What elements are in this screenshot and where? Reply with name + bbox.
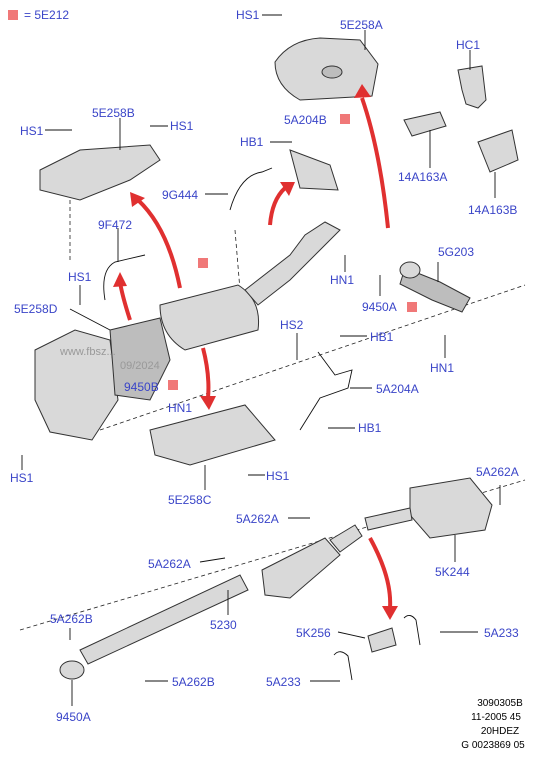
clamp-5a233-left (333, 651, 353, 681)
marker-5e212 (340, 114, 350, 124)
arrow-to-5k256 (368, 537, 393, 609)
catalytic-converter (159, 284, 260, 351)
floor-line-lower (19, 479, 526, 631)
label-5k244: 5K244 (435, 565, 470, 579)
label-5e258b: 5E258B (92, 106, 135, 120)
watermark-line2: 09/2024 (120, 360, 160, 372)
label-5e258d: 5E258D (14, 302, 58, 316)
label-hs1: HS1 (236, 8, 260, 22)
footer-line4: G 0023869 05 (461, 740, 525, 751)
arrow-to-5a204b (268, 186, 287, 226)
heat-shield-5e258b (39, 144, 161, 201)
label-5a262a: 5A262A (476, 465, 519, 479)
label-hn1: HN1 (168, 401, 193, 415)
label-9f472: 9F472 (98, 218, 133, 232)
label-5k256: 5K256 (296, 626, 331, 640)
label-hs2: HS2 (280, 318, 304, 332)
footer-line2: 11-2005 45 (471, 712, 521, 723)
heat-shield-5e258d (34, 329, 119, 441)
arrow-head (113, 272, 127, 287)
label-5e258c: 5E258C (168, 493, 212, 507)
bracket-5a204b (289, 149, 339, 191)
middle-muffler (261, 537, 341, 599)
gasket-9450a-bottom (59, 660, 85, 680)
arrow-to-5e258c (201, 347, 211, 399)
flex-pipe-5g203 (399, 267, 471, 313)
rear-muffler-5k244 (409, 477, 493, 539)
bracket-5a204a (299, 351, 353, 431)
label-14a163b: 14A163B (468, 203, 518, 217)
label-5a204a: 5A204A (376, 382, 419, 396)
label-5a262b: 5A262B (50, 612, 93, 626)
legend-marker (8, 10, 18, 20)
leader (337, 631, 366, 639)
label-hs1: HS1 (20, 124, 44, 138)
sensor-9g444 (229, 167, 273, 211)
label-5e258a: 5E258A (340, 18, 383, 32)
sensor-9f472 (103, 254, 146, 301)
heat-shield-5e258c (149, 404, 276, 466)
label-9g444: 9G444 (162, 188, 199, 202)
bracket-14a163a (403, 111, 447, 137)
arrow-to-5e258a (360, 97, 390, 229)
arrow-head (130, 192, 145, 207)
label-hs1: HS1 (170, 119, 194, 133)
label-14a163a: 14A163A (398, 170, 448, 184)
arrow-to-5e258b (136, 198, 182, 289)
leader (199, 557, 226, 563)
label-hb1: HB1 (358, 421, 382, 435)
label-hn1: HN1 (430, 361, 455, 375)
legend-text: = 5E212 (24, 8, 70, 22)
label-hs1: HS1 (68, 270, 92, 284)
label-5a233: 5A233 (484, 626, 519, 640)
clamp-5a233-right (403, 615, 421, 646)
sleeve-5k256 (367, 627, 397, 653)
label-9450a: 9450A (56, 710, 91, 724)
label-5a262a: 5A262A (236, 512, 279, 526)
label-hs1: HS1 (10, 471, 34, 485)
arrow-head (382, 606, 398, 620)
label-5g203: 5G203 (438, 245, 475, 259)
label-hc1: HC1 (456, 38, 481, 52)
watermark-line1: www.fbsz... (60, 346, 116, 358)
front-pipe (244, 221, 341, 306)
label-5a262a: 5A262A (148, 557, 191, 571)
label-hs1: HS1 (266, 469, 290, 483)
arrow-head (354, 84, 371, 98)
label-5a233: 5A233 (266, 675, 301, 689)
gasket-9450a (399, 261, 421, 279)
leader (69, 308, 111, 331)
label-hb1: HB1 (240, 135, 264, 149)
label-9450a: 9450A (362, 300, 397, 314)
footer-line1: 3090305B (477, 698, 523, 709)
arrow-head (280, 182, 295, 196)
label-5a262b: 5A262B (172, 675, 215, 689)
rear-pipe (364, 507, 413, 531)
label-5230: 5230 (210, 618, 237, 632)
label-9450b: 9450B (124, 380, 159, 394)
intermediate-pipe (329, 524, 363, 553)
manifold (109, 317, 171, 401)
label-hn1: HN1 (330, 273, 355, 287)
footer-line3: 20HDEZ (480, 726, 520, 737)
arrow-to-9f472 (118, 281, 132, 321)
label-hb1: HB1 (370, 330, 394, 344)
label-5a204b: 5A204B (284, 113, 327, 127)
marker-5e212 (407, 302, 417, 312)
marker-5e212 (198, 258, 208, 268)
arrow-head (200, 396, 216, 410)
guide-line-center (234, 229, 241, 291)
clamp-hc1 (457, 65, 487, 109)
mid-pipe-5230 (79, 574, 249, 665)
shield-hole (321, 65, 343, 79)
bracket-14a163b (477, 129, 519, 173)
marker-5e212 (168, 380, 178, 390)
